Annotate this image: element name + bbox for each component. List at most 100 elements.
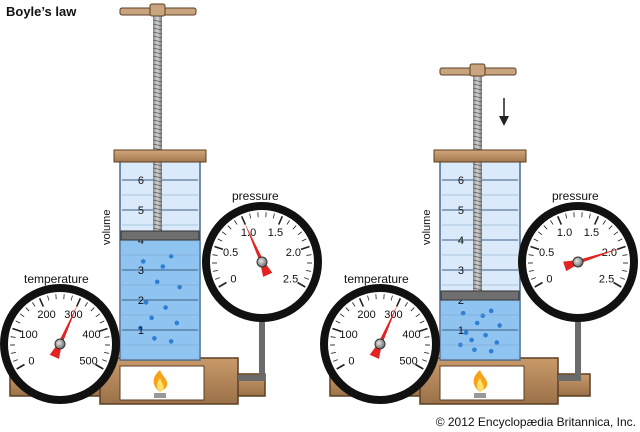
thread-line xyxy=(472,287,483,291)
temperature-gauge-hub xyxy=(374,338,386,350)
gas-bubble xyxy=(152,336,157,341)
thread-line xyxy=(472,283,483,287)
gas-bubble xyxy=(143,300,149,305)
cylinder-cap xyxy=(433,149,527,163)
thread-line xyxy=(152,83,163,87)
thread-line xyxy=(472,267,483,271)
dial-tick xyxy=(620,277,626,280)
dial-label: 100 xyxy=(339,329,357,341)
thread-line xyxy=(472,171,483,175)
gas-bubble xyxy=(472,347,477,353)
thread-line xyxy=(152,35,163,39)
thread-line xyxy=(472,247,483,251)
gas-bubble xyxy=(494,340,500,345)
dial-tick xyxy=(419,320,425,324)
dial-tick xyxy=(249,213,252,219)
thread-line xyxy=(152,59,163,63)
gas-bubble xyxy=(497,323,502,328)
dial-tick xyxy=(218,281,227,288)
copyright-notice: © 2012 Encyclopædia Britannica, Inc. xyxy=(436,415,636,429)
dial-tick xyxy=(10,352,16,354)
scale-label: 3 xyxy=(138,265,144,277)
dial-tick xyxy=(15,320,21,324)
dial-tick xyxy=(102,359,108,362)
thread-line xyxy=(472,167,483,171)
pressure-needle xyxy=(563,248,620,272)
temperature-label: temperature xyxy=(344,272,409,286)
dial-tick xyxy=(330,336,336,338)
dial-label: 0 xyxy=(230,274,236,286)
scale-label: 6 xyxy=(138,175,144,187)
dial-label: 400 xyxy=(402,329,420,341)
thread-line xyxy=(152,183,163,187)
needle-shape xyxy=(49,303,78,359)
scale-label: 1 xyxy=(458,325,464,337)
gauge-pipe xyxy=(558,320,581,381)
pressure-gauge-hub xyxy=(572,256,584,268)
thread-line xyxy=(152,55,163,59)
flame-icon xyxy=(473,370,488,398)
thread-line xyxy=(152,227,163,231)
dial-tick xyxy=(530,277,536,280)
dial-tick xyxy=(84,302,89,307)
thread-line xyxy=(472,243,483,247)
temperature-needle xyxy=(369,303,398,359)
dial-tick xyxy=(95,313,101,318)
t-handle-hub xyxy=(469,63,486,77)
gas-bubble xyxy=(483,332,488,338)
thread-line xyxy=(472,223,483,227)
thread-line xyxy=(472,107,483,111)
down-arrow-icon xyxy=(499,98,509,126)
dial-tick xyxy=(12,327,22,333)
dial-label: 2.0 xyxy=(286,247,301,259)
thread-line xyxy=(472,187,483,191)
dial-tick xyxy=(297,281,306,288)
dial-tick xyxy=(424,352,430,354)
thread-line xyxy=(472,79,483,83)
thread-line xyxy=(472,175,483,179)
dial-tick xyxy=(16,363,25,370)
dial-tick xyxy=(95,363,104,370)
thread-line xyxy=(152,63,163,67)
temperature-needle xyxy=(49,303,78,359)
dial-tick xyxy=(608,225,613,230)
dial-tick xyxy=(12,359,18,362)
dial-label: 2.5 xyxy=(599,274,614,286)
dial-tick xyxy=(418,327,428,333)
dial-label: 2.5 xyxy=(283,274,298,286)
thread-line xyxy=(472,115,483,119)
thread-line xyxy=(472,263,483,267)
thread-line xyxy=(472,119,483,123)
dial-tick xyxy=(602,220,607,225)
thread-line xyxy=(152,139,163,143)
screw-threads xyxy=(152,19,163,231)
thread-line xyxy=(152,103,163,107)
thread-line xyxy=(152,223,163,227)
gas-bubble xyxy=(480,313,486,319)
thread-line xyxy=(472,239,483,243)
thread-line xyxy=(152,43,163,47)
scale-label: 4 xyxy=(458,235,464,247)
thread-line xyxy=(472,83,483,87)
diagram-title: Boyle’s law xyxy=(6,4,77,19)
thread-line xyxy=(472,215,483,219)
thread-line xyxy=(152,71,163,75)
dial-tick xyxy=(390,295,393,301)
thread-line xyxy=(472,111,483,115)
dial-tick xyxy=(47,295,50,301)
needle-shape xyxy=(563,248,620,272)
thread-line xyxy=(152,167,163,171)
scale-label: 3 xyxy=(458,265,464,277)
thread-line xyxy=(472,219,483,223)
dial-tick xyxy=(410,307,415,312)
volume-label: volume xyxy=(421,210,433,245)
volume-label: volume xyxy=(101,210,113,245)
thread-line xyxy=(152,95,163,99)
cylinder-cap xyxy=(113,149,207,163)
gas-bubble xyxy=(168,339,174,344)
dial-tick xyxy=(306,270,312,272)
thread-line xyxy=(472,199,483,203)
thread-line xyxy=(152,115,163,119)
